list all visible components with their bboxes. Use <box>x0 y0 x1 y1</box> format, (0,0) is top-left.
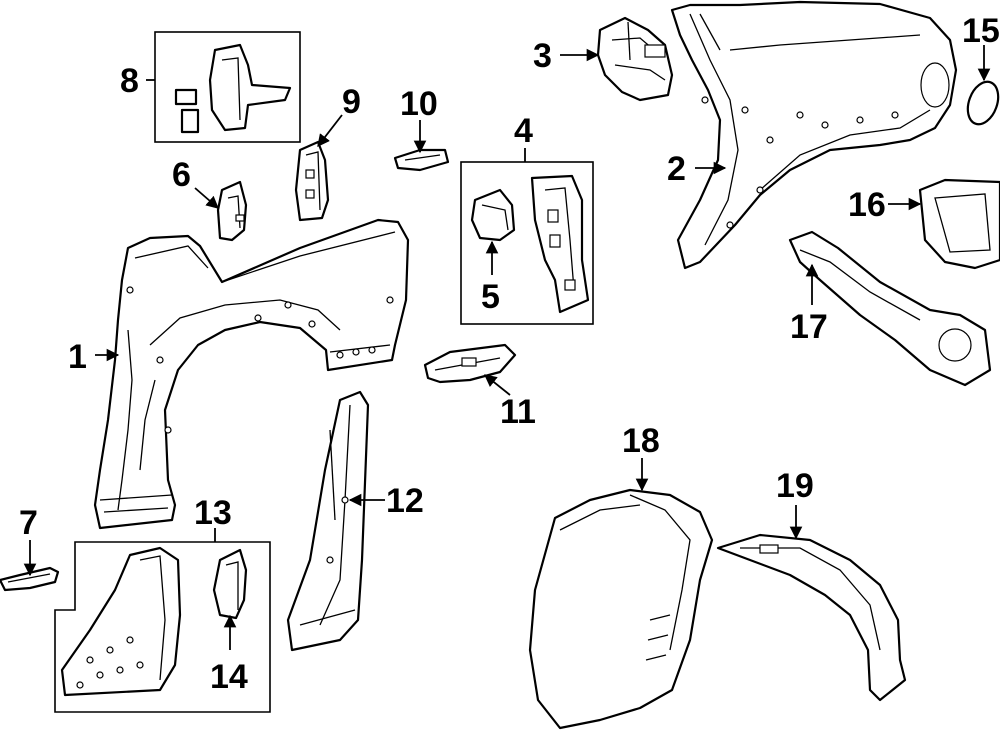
part-5-bracket <box>470 188 516 242</box>
callout-13: 13 <box>194 494 232 532</box>
group-box-4 <box>460 161 594 325</box>
part-19-liner <box>716 533 907 702</box>
callout-15: 15 <box>962 12 1000 50</box>
part-14-bracket <box>212 548 248 620</box>
callout-17: 17 <box>790 308 828 346</box>
part-11-rail <box>423 343 517 384</box>
callout-10: 10 <box>400 85 438 123</box>
part-8-support <box>174 43 292 134</box>
leader-6 <box>194 187 219 209</box>
part-4-reinforcement <box>530 174 590 314</box>
part-17-filler-pipe <box>788 230 992 387</box>
part-13-extension <box>60 546 182 697</box>
part-6-bracket <box>216 180 248 242</box>
part-15-fuel-door <box>966 80 1000 126</box>
part-9-pillar-bracket <box>294 140 330 222</box>
callout-3: 3 <box>533 37 552 75</box>
callout-7: 7 <box>19 504 38 542</box>
part-10-bracket <box>393 148 450 172</box>
callout-12: 12 <box>386 482 424 520</box>
part-3-bracket <box>596 16 674 102</box>
part-1-quarter-panel-inner <box>93 218 410 530</box>
callout-1: 1 <box>68 338 87 376</box>
callout-18: 18 <box>622 422 660 460</box>
part-7-bracket <box>0 566 60 592</box>
callout-6: 6 <box>172 156 191 194</box>
callout-8: 8 <box>120 62 139 100</box>
callout-9: 9 <box>342 83 361 121</box>
leader-11 <box>484 374 511 396</box>
callout-2: 2 <box>667 150 686 188</box>
callout-5: 5 <box>481 278 500 316</box>
leader-9 <box>317 114 343 147</box>
callout-11: 11 <box>500 393 536 431</box>
callout-16: 16 <box>848 186 886 224</box>
callout-4: 4 <box>514 112 533 150</box>
part-18-wheelhouse-liner <box>528 488 714 730</box>
callout-19: 19 <box>776 467 814 505</box>
callout-14: 14 <box>210 658 248 696</box>
part-2-quarter-panel-outer <box>670 0 958 270</box>
part-12-pillar <box>286 390 370 652</box>
group-box-13 <box>54 541 271 713</box>
group-box-8 <box>154 31 301 143</box>
part-16-fuel-housing <box>918 178 1000 270</box>
